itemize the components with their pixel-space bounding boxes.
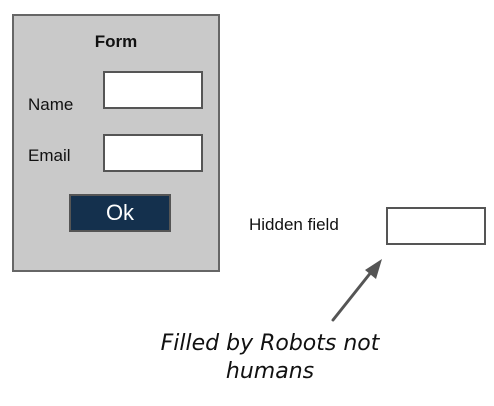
ok-button[interactable]: Ok [69, 194, 171, 232]
arrow-shaft [331, 269, 374, 322]
name-field[interactable] [103, 71, 203, 109]
annotation-caption: Filled by Robots not humans [160, 331, 380, 384]
form-title: Form [94, 32, 138, 51]
email-label: Email [28, 146, 71, 165]
hidden-field[interactable] [386, 207, 486, 245]
email-field[interactable] [103, 134, 203, 172]
name-label: Name [28, 95, 74, 114]
form-panel: Form Name Email Ok [12, 14, 220, 272]
arrow-up-right-icon [365, 259, 382, 279]
hidden-field-label: Hidden field [249, 215, 339, 234]
